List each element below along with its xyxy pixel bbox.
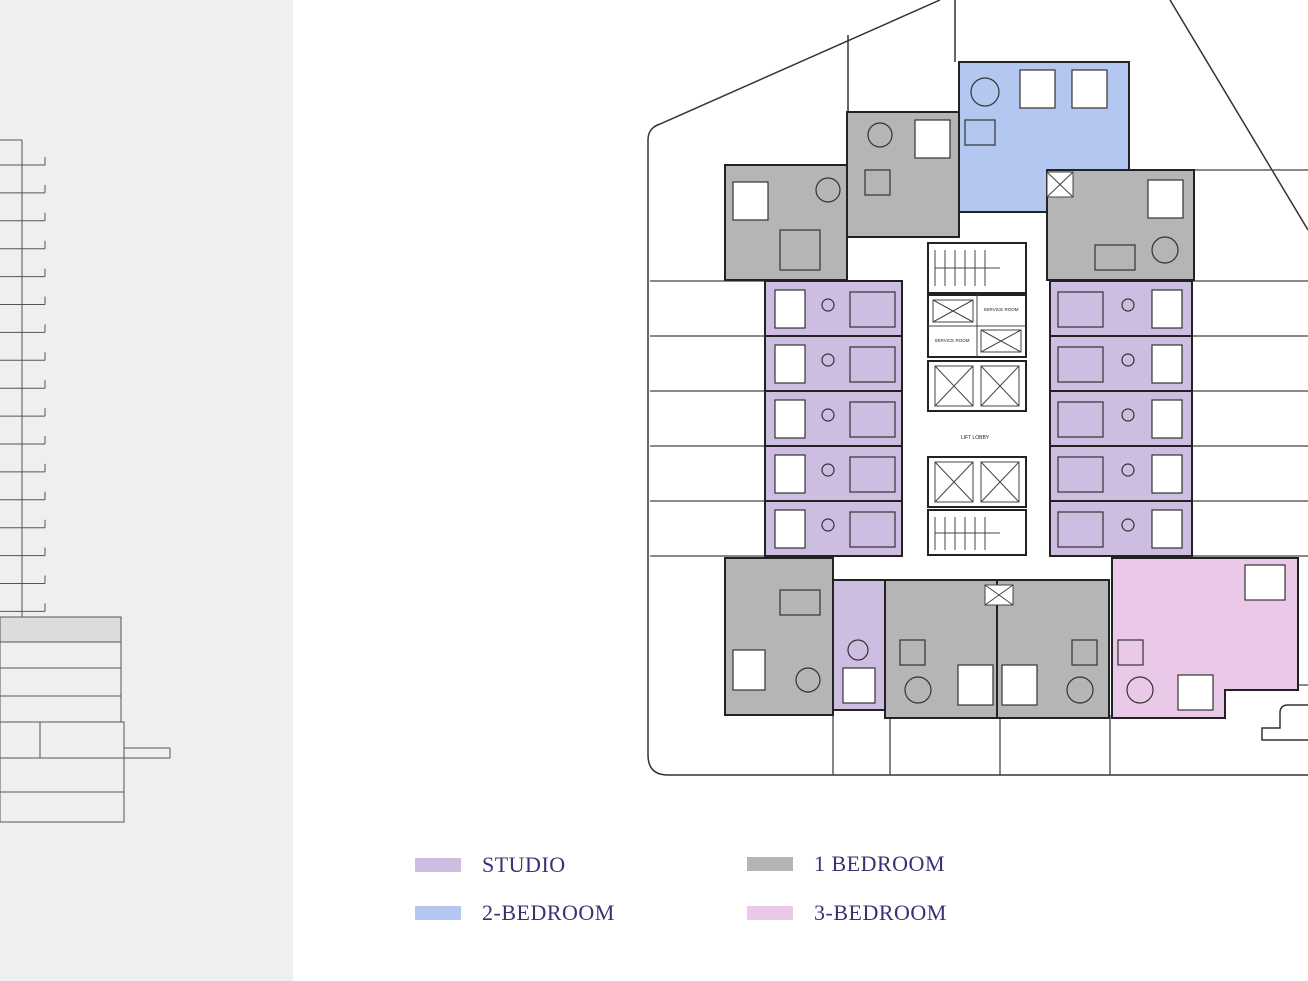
legend-label-1-bedroom: 1 BEDROOM bbox=[814, 851, 946, 876]
legend-item-3-bedroom: 3-BEDROOM bbox=[747, 900, 947, 926]
legend-item-2-bedroom: 2-BEDROOM bbox=[415, 900, 615, 926]
legend-label-3-bedroom: 3-BEDROOM bbox=[814, 900, 947, 925]
building-elevation-panel bbox=[0, 0, 293, 981]
legend-item-1-bedroom: 1 BEDROOM bbox=[747, 851, 945, 877]
lift-lobby-label: LIFT LOBBY bbox=[961, 435, 990, 441]
floor-plan: SERVICE ROOM SERVICE ROOM LIFT LOBBY bbox=[647, 0, 1308, 776]
unit-1bed-sw bbox=[724, 557, 834, 716]
core-lift-south bbox=[927, 456, 1027, 508]
legend-swatch-studio bbox=[415, 858, 461, 872]
service-room-label-2: SERVICE ROOM bbox=[935, 338, 970, 343]
legend-label-2-bedroom: 2-BEDROOM bbox=[482, 900, 615, 925]
service-room-label-1: SERVICE ROOM bbox=[984, 307, 1019, 312]
legend-swatch-3-bedroom bbox=[747, 906, 793, 920]
building-elevation-drawing bbox=[0, 139, 171, 823]
legend-label-studio: STUDIO bbox=[482, 852, 566, 877]
legend-swatch-2-bedroom bbox=[415, 906, 461, 920]
core-lift-north bbox=[927, 360, 1027, 412]
legend-item-studio: STUDIO bbox=[415, 852, 566, 878]
legend-swatch-1-bedroom bbox=[747, 857, 793, 871]
